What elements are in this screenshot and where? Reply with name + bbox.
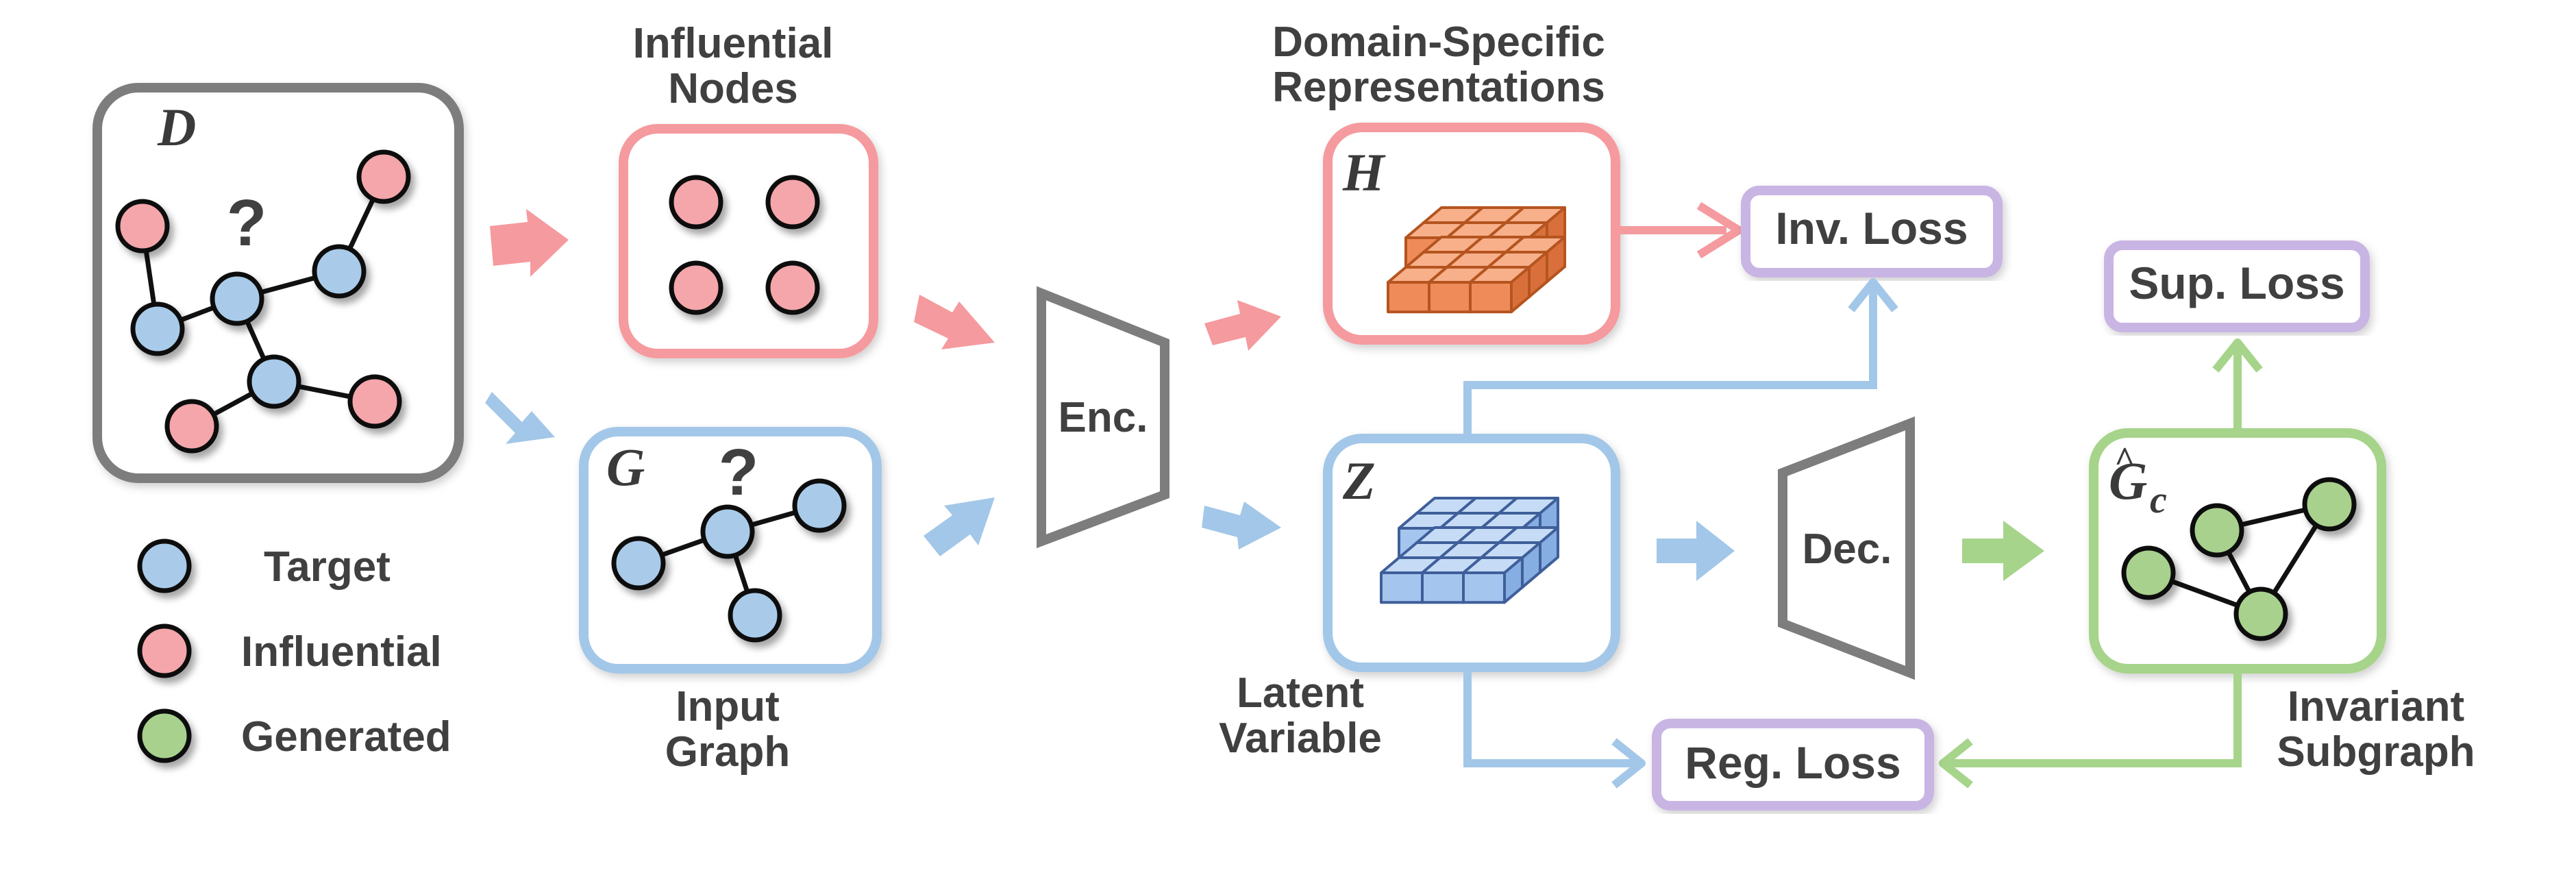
node-influential (356, 149, 411, 204)
node-influential (765, 260, 820, 315)
node-generated (2302, 477, 2357, 532)
arrow-Gc-to-reg-loss (1939, 669, 2242, 789)
node-target (312, 244, 367, 299)
cube-face (1380, 571, 1424, 604)
influential-nodes-box (619, 124, 878, 358)
node-target (700, 504, 755, 559)
cube-face (1469, 281, 1513, 314)
latent-variable-title-line2: Variable (1219, 715, 1382, 762)
legend-generated-label: Generated (241, 713, 451, 761)
arrow-encoder-to-Z (1202, 502, 1281, 549)
cube-face (1428, 281, 1472, 314)
input-graph-box: G ? (579, 427, 882, 674)
node-target (611, 536, 666, 591)
invariant-subgraph-title-line2: Subgraph (2277, 728, 2475, 776)
question-mark-D: ? (227, 186, 267, 260)
symbol-G: G (606, 437, 645, 497)
node-generated (2121, 545, 2176, 600)
influential-nodes-title-line1: Influential (633, 20, 834, 67)
legend-influential-swatch (137, 623, 192, 678)
invariant-subgraph-title-line1: Invariant (2288, 683, 2464, 730)
encoder-label: Enc. (1058, 394, 1148, 441)
arrow-decoder-to-Gc (1962, 521, 2044, 581)
cube-face (1421, 571, 1465, 604)
input-graph-title-line2: Graph (665, 728, 791, 776)
arrow-Gc-to-sup-loss (2212, 338, 2263, 433)
domain-specific-title-line1: Domain-Specific (1272, 18, 1605, 66)
latent-variable-title-line1: Latent (1237, 669, 1364, 717)
arrow-input-to-encoder (924, 497, 995, 556)
inv-loss-box: Inv. Loss (1741, 186, 2003, 277)
legend-target-swatch (137, 539, 192, 593)
influential-nodes-title-line2: Nodes (668, 65, 797, 112)
node-target (210, 271, 264, 326)
arrow-Z-to-reg-loss (1463, 667, 1646, 789)
symbol-Gc-hat: ^ (2114, 441, 2135, 480)
decoder-label: Dec. (1803, 526, 1892, 573)
symbol-D: D (157, 97, 196, 157)
node-influential (669, 260, 723, 315)
arrow-Z-to-inv-loss (1463, 278, 1898, 438)
symbol-Z: Z (1342, 451, 1376, 510)
latent-box-Z: Z (1323, 434, 1620, 672)
orange-cube-stack (1387, 206, 1566, 314)
node-target (130, 301, 185, 356)
arrow-Z-to-decoder (1657, 521, 1735, 581)
node-influential (115, 199, 170, 254)
arrow-D-to-input (485, 392, 555, 444)
node-target (247, 354, 301, 409)
arrow-D-to-influential (490, 209, 569, 277)
node-influential (669, 175, 723, 230)
sup-loss-label: Sup. Loss (2129, 258, 2344, 308)
blue-cube-stack (1380, 497, 1559, 604)
legend-target-label: Target (264, 543, 391, 591)
symbol-H: H (1342, 143, 1386, 202)
arrow-encoder-to-H (1204, 300, 1281, 351)
symbol-Gc: G (2109, 451, 2147, 510)
node-target (792, 478, 847, 533)
symbol-Gc-subscript: c (2150, 479, 2167, 521)
reg-loss-label: Reg. Loss (1685, 737, 1900, 788)
sup-loss-box: Sup. Loss (2104, 240, 2370, 332)
cube-face (1462, 571, 1506, 604)
node-generated (2190, 503, 2244, 558)
node-target (728, 588, 782, 643)
inv-loss-label: Inv. Loss (1775, 203, 1968, 254)
arrow-influential-to-encoder (914, 295, 995, 349)
node-generated (2233, 586, 2288, 641)
legend-influential-label: Influential (241, 628, 442, 676)
question-mark-G: ? (719, 436, 759, 509)
cube-face (1387, 281, 1431, 314)
representation-box-H: H (1323, 123, 1620, 345)
reg-loss-box: Reg. Loss (1652, 719, 1934, 811)
arrow-H-to-inv-loss (1615, 201, 1743, 259)
legend (137, 539, 192, 763)
node-influential (164, 399, 219, 454)
domain-specific-title-line2: Representations (1272, 64, 1605, 111)
data-box-D: D ? (92, 83, 464, 483)
node-influential (765, 175, 820, 230)
decoder: Dec. (1778, 416, 1915, 680)
invariant-subgraph-box: G ^ c (2089, 428, 2386, 674)
node-influential (347, 374, 402, 429)
encoder: Enc. (1037, 286, 1169, 549)
input-graph-title-line1: Input (676, 683, 780, 730)
legend-generated-swatch (137, 708, 192, 763)
